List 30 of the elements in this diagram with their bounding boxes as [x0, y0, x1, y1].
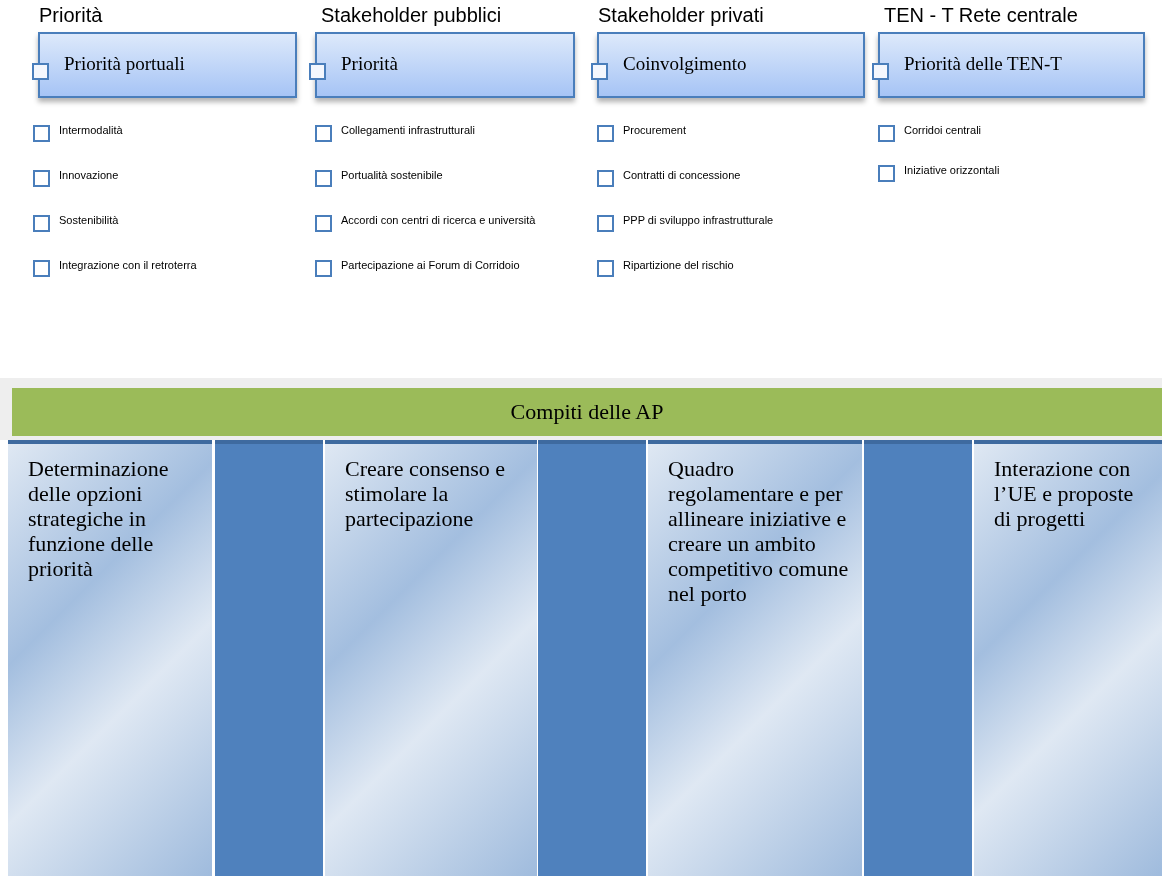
header-text: Coinvolgimento — [623, 53, 747, 75]
header-text: Priorità portuali — [64, 53, 185, 75]
header-text: Priorità — [341, 53, 398, 75]
checklist-item-text: Integrazione con il retroterra — [59, 259, 198, 272]
header-text: Priorità delle TEN-T — [904, 53, 1062, 75]
checklist-item-text: Ripartizione del rischio — [623, 259, 735, 272]
column-heading: Priorità — [39, 4, 103, 26]
title-bar: Compiti delle AP — [12, 388, 1162, 436]
task-column: Interazione con l’UE e proposte di progetti — [974, 440, 1162, 876]
divider-bar — [538, 440, 646, 876]
task-column: Determinazione delle opzioni strategiche in funzione delle priorità — [8, 440, 212, 876]
checklist-item-text: Sostenibilità — [59, 214, 120, 227]
checklist-item-text: Corridoi centrali — [904, 124, 983, 137]
checklist-item-text: Intermodalità — [59, 124, 124, 137]
column-heading: Stakeholder privati — [598, 4, 764, 26]
task-column: Quadro regolamentare e per allineare iniziative e creare un ambito competitivo comune nel porto — [648, 440, 862, 876]
task-column: Creare consenso e stimolare la partecipazione — [325, 440, 537, 876]
checklist-item-text: Contratti di concessione — [623, 169, 742, 182]
checklist-item-text: PPP di sviluppo infrastrutturale — [623, 214, 775, 227]
checklist-item-text: Procurement — [623, 124, 687, 137]
checklist-item-text: Collegamenti infrastrutturali — [341, 124, 476, 137]
column-heading: TEN - T Rete centrale — [884, 4, 1078, 26]
divider-bar — [864, 440, 972, 876]
column-heading: Stakeholder pubblici — [321, 4, 502, 26]
divider-bar — [215, 440, 323, 876]
checklist-item-text: Iniziative orizzontali — [904, 164, 1001, 177]
checklist-item-text: Accordi con centri di ricerca e università — [341, 214, 537, 227]
checklist-item-text: Partecipazione ai Forum di Corridoio — [341, 259, 521, 272]
checklist-item-text: Innovazione — [59, 169, 120, 182]
checklist-item-text: Portualità sostenibile — [341, 169, 444, 182]
